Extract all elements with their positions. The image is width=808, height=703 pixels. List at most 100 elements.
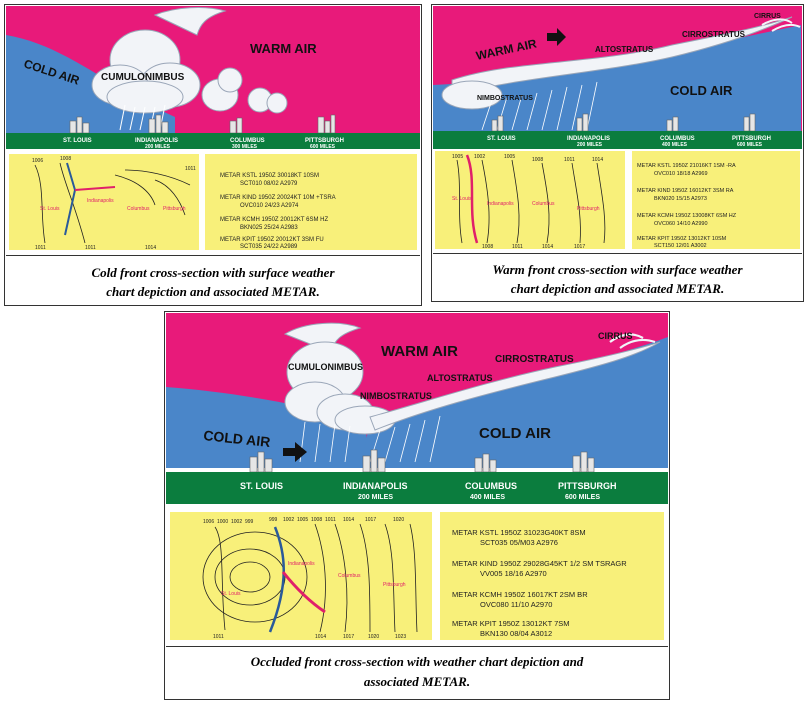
- isobar-label: 1011: [512, 244, 523, 250]
- warm-front-figure: WARM AIR COLD AIR ALTOSTRATUS CIRROSTRAT…: [433, 6, 802, 254]
- isobar-label: 1017: [343, 634, 354, 640]
- isobar-label: 1002: [283, 517, 294, 523]
- nimbostratus-label: NIMBOSTRATUS: [477, 95, 533, 102]
- isobars: [202, 523, 418, 633]
- surface-map: [435, 151, 625, 249]
- cold-air-region: [433, 25, 801, 131]
- city-name: PITTSBURGH: [558, 481, 617, 491]
- metar-line: METAR KCMH 1950Z 16017KT 2SM BR: [452, 590, 588, 599]
- city-name: INDIANAPOLIS: [135, 138, 178, 144]
- isobar-label: 1008: [482, 244, 493, 250]
- metar-line: OVC080 11/10 A2970: [480, 600, 552, 609]
- map-place: Indianapolis: [288, 561, 315, 567]
- cumulonimbus-cloud: [91, 7, 227, 114]
- altostratus-label: ALTOSTRATUS: [595, 45, 654, 54]
- nimbostratus-label: NIMBOSTRATUS: [360, 391, 432, 401]
- city-distance: 200 MILES: [577, 142, 603, 148]
- warm-front-panel: WARM AIR COLD AIR ALTOSTRATUS CIRROSTRAT…: [431, 4, 804, 302]
- city-distance: 400 MILES: [662, 142, 688, 148]
- metar-line: METAR KSTL 1950Z 21016KT 1SM -RA: [637, 163, 736, 169]
- cold-air-label: COLD AIR: [670, 83, 733, 98]
- city-name: COLUMBUS: [230, 138, 265, 144]
- occluded-front-panel: WARM AIR COLD AIR COLD AIR CUMULONIMBUS …: [164, 311, 670, 700]
- cirrus-label: CIRRUS: [754, 13, 781, 20]
- map-place: Indianapolis: [487, 201, 514, 207]
- metar-list: METAR KSTL 1950Z 31023G40KT 8SM SCT035 0…: [452, 528, 627, 638]
- map-place: Columbus: [127, 206, 150, 212]
- metar-line: METAR KPIT 1950Z 13012KT 7SM: [452, 619, 570, 628]
- metar-list: METAR KSTL 1950Z 30018KT 10SM SCT010 08/…: [220, 173, 336, 250]
- caption-line: Cold front cross-section with surface we…: [91, 265, 335, 280]
- city-name: ST. LOUIS: [63, 138, 92, 144]
- isobar-label: 1005: [297, 517, 308, 523]
- isobar-label: 1006: [203, 519, 214, 525]
- cirrus-label: CIRRUS: [598, 331, 633, 341]
- cold-air-region-right: [360, 337, 668, 468]
- ground-strip: [433, 131, 802, 149]
- isobar-label: 999: [245, 519, 254, 525]
- map-place: Columbus: [338, 573, 361, 579]
- warm-front-caption: Warm front cross-section with surface we…: [432, 260, 803, 298]
- metar-line: METAR KIND 1950Z 16012KT 3SM RA: [637, 188, 734, 194]
- map-place: St. Louis: [221, 591, 241, 597]
- isobar-label: 1023: [395, 634, 406, 640]
- warm-front-line: [465, 154, 479, 244]
- city-distance: 400 MILES: [470, 494, 505, 501]
- city-distance: 600 MILES: [565, 494, 600, 501]
- isobar-label: 1017: [574, 244, 585, 250]
- metar-box: [440, 512, 664, 640]
- city-distance: 600 MILES: [737, 142, 763, 148]
- metar-box: [632, 151, 800, 249]
- isobar-label: 1011: [564, 157, 575, 163]
- metar-line: OVC010 18/18 A2969: [654, 171, 708, 177]
- city-name: ST. LOUIS: [240, 481, 283, 491]
- cirrus-cloud: [609, 333, 656, 349]
- cold-air-region-left: [166, 387, 370, 468]
- cold-air-label-right: COLD AIR: [479, 425, 551, 442]
- metar-line: SCT010 08/02 A2979: [240, 181, 298, 187]
- isobar-label: 1011: [213, 634, 224, 640]
- metar-line: OVC060 14/10 A2990: [654, 221, 708, 227]
- caption-line: chart depiction and associated METAR.: [106, 284, 320, 299]
- isobar-label: 1008: [311, 517, 322, 523]
- metar-line: SCT150 12/01 A3002: [654, 243, 707, 249]
- surface-map: [9, 154, 199, 250]
- warm-front-line: [74, 186, 116, 191]
- isobar-label: 1011: [85, 245, 96, 251]
- warm-air-label: WARM AIR: [250, 41, 317, 56]
- occluded-front-caption: Occluded front cross-section with weathe…: [165, 652, 669, 692]
- map-place: Columbus: [532, 201, 555, 207]
- city-name: ST. LOUIS: [487, 136, 516, 142]
- map-place: St. Louis: [40, 206, 60, 212]
- caption-line: Warm front cross-section with surface we…: [492, 262, 743, 277]
- cirrus-cloud: [761, 18, 801, 32]
- map-place: Pittsburgh: [383, 582, 406, 588]
- warm-front-line: [281, 571, 326, 614]
- city-name: PITTSBURGH: [732, 136, 771, 142]
- frontal-cloud-band: [369, 341, 661, 431]
- metar-list: METAR KSTL 1950Z 21016KT 1SM -RA OVC010 …: [637, 163, 737, 249]
- metar-line: METAR KPIT 1950Z 13012KT 10SM: [637, 236, 727, 242]
- map-place: St. Louis: [452, 196, 472, 202]
- cold-air-label-left: COLD AIR: [203, 427, 271, 450]
- cirrostratus-label: CIRROSTRATUS: [682, 30, 746, 39]
- cold-front-figure: WARM AIR COLD AIR CUMULONIMBUS ST. LOUIS…: [6, 6, 420, 256]
- isobar-label: 1011: [185, 166, 196, 172]
- cold-front-caption: Cold front cross-section with surface we…: [5, 263, 421, 301]
- city-distance: 200 MILES: [358, 494, 393, 501]
- city-name: INDIANAPOLIS: [343, 481, 408, 491]
- warm-air-label: WARM AIR: [381, 343, 458, 360]
- isobar-label: 1014: [315, 634, 326, 640]
- isobar-label: 1006: [32, 158, 43, 164]
- nimbostratus-cloud: [441, 80, 503, 110]
- metar-line: VV005 18/16 A2970: [480, 569, 547, 578]
- rain-shafts: [481, 81, 598, 131]
- city-name: COLUMBUS: [465, 481, 517, 491]
- city-name: INDIANAPOLIS: [567, 136, 610, 142]
- metar-line: SCT035 24/22 A2989: [240, 244, 298, 250]
- isobar-label: 1011: [35, 245, 46, 251]
- altostratus-label: ALTOSTRATUS: [427, 373, 493, 383]
- isobar-label: 1005: [504, 154, 515, 160]
- isobar-label: 1020: [368, 634, 379, 640]
- metar-line: METAR KCMH 1950Z 13008KT 6SM HZ: [637, 213, 737, 219]
